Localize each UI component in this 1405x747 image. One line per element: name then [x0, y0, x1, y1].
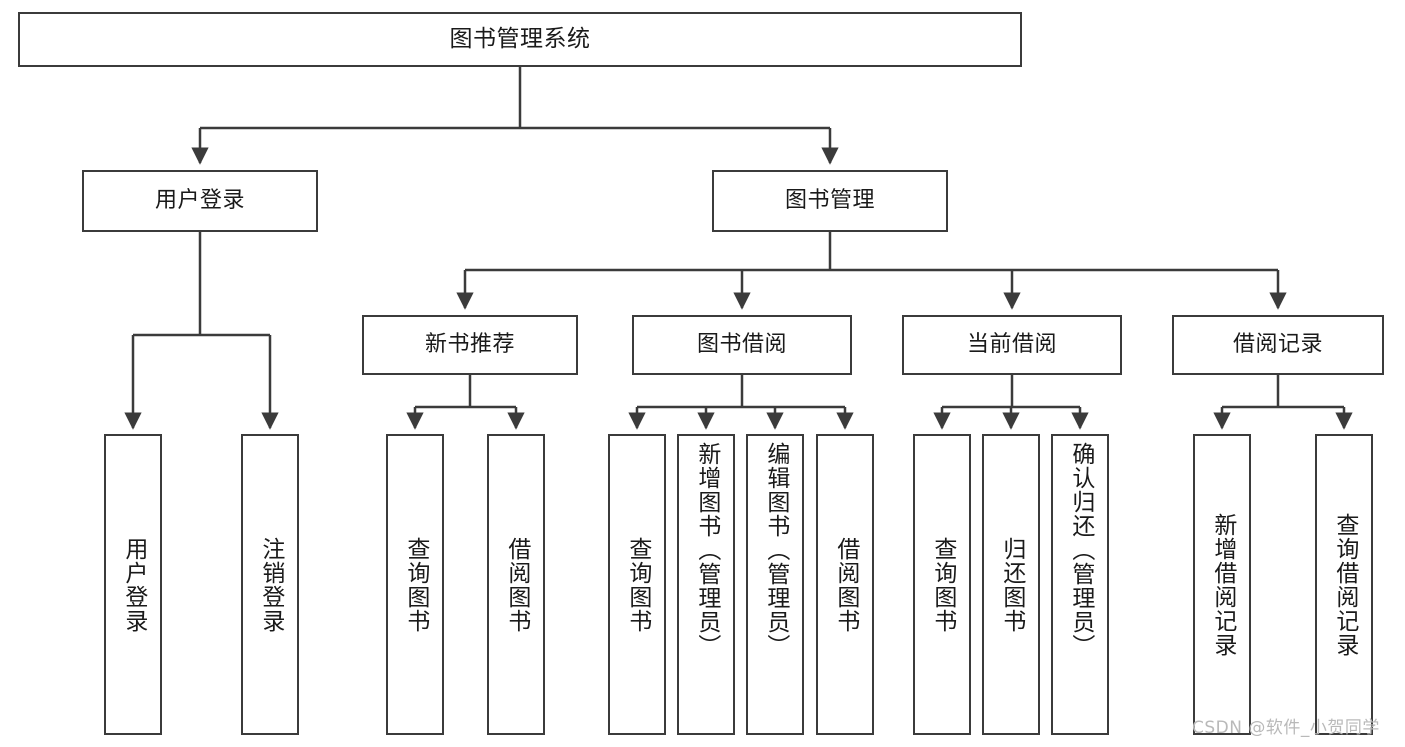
node-label: 归还图书 [998, 536, 1025, 633]
node-label: 注销登录 [257, 536, 284, 633]
node-label: 当前借阅 [966, 331, 1057, 357]
node-label: 图书管理系统 [449, 25, 591, 52]
node-label: 借阅图书 [503, 536, 530, 633]
node-label: 借阅记录 [1232, 331, 1323, 357]
node-new-book-recommend[interactable]: 新书推荐 [362, 315, 578, 375]
leaf-confirm-return-admin[interactable]: 确认归还（管理员） [1051, 434, 1109, 735]
node-book-borrow[interactable]: 图书借阅 [632, 315, 852, 375]
node-label: 用户登录 [154, 187, 245, 213]
node-user-login[interactable]: 用户登录 [82, 170, 318, 232]
leaf-query-book-current[interactable]: 查询图书 [913, 434, 971, 735]
node-label: 确认归还（管理员） [1067, 442, 1094, 658]
node-label: 图书管理 [784, 187, 875, 213]
node-label: 借阅图书 [832, 536, 859, 633]
leaf-add-book-admin[interactable]: 新增图书（管理员） [677, 434, 735, 735]
node-label: 编辑图书（管理员） [762, 442, 789, 658]
node-label: 查询图书 [929, 536, 956, 633]
node-label: 新书推荐 [424, 331, 515, 357]
node-label: 用户登录 [120, 536, 147, 633]
leaf-query-book-borrow[interactable]: 查询图书 [608, 434, 666, 735]
leaf-return-book[interactable]: 归还图书 [982, 434, 1040, 735]
leaf-borrow-book-recommend[interactable]: 借阅图书 [487, 434, 545, 735]
node-label: 查询图书 [624, 536, 651, 633]
node-label: 新增图书（管理员） [693, 442, 720, 658]
leaf-borrow-book[interactable]: 借阅图书 [816, 434, 874, 735]
node-book-management[interactable]: 图书管理 [712, 170, 948, 232]
node-label: 查询借阅记录 [1331, 512, 1358, 657]
leaf-edit-book-admin[interactable]: 编辑图书（管理员） [746, 434, 804, 735]
node-label: 新增借阅记录 [1209, 512, 1236, 657]
node-label: 图书借阅 [696, 331, 787, 357]
node-label: 查询图书 [402, 536, 429, 633]
leaf-query-borrow-record[interactable]: 查询借阅记录 [1315, 434, 1373, 735]
leaf-add-borrow-record[interactable]: 新增借阅记录 [1193, 434, 1251, 735]
watermark-text: CSDN @软件_小贺同学 [1192, 718, 1380, 738]
node-borrow-record[interactable]: 借阅记录 [1172, 315, 1384, 375]
node-root-system[interactable]: 图书管理系统 [18, 12, 1022, 67]
leaf-user-login[interactable]: 用户登录 [104, 434, 162, 735]
leaf-query-book-recommend[interactable]: 查询图书 [386, 434, 444, 735]
leaf-logout-login[interactable]: 注销登录 [241, 434, 299, 735]
node-current-borrow[interactable]: 当前借阅 [902, 315, 1122, 375]
